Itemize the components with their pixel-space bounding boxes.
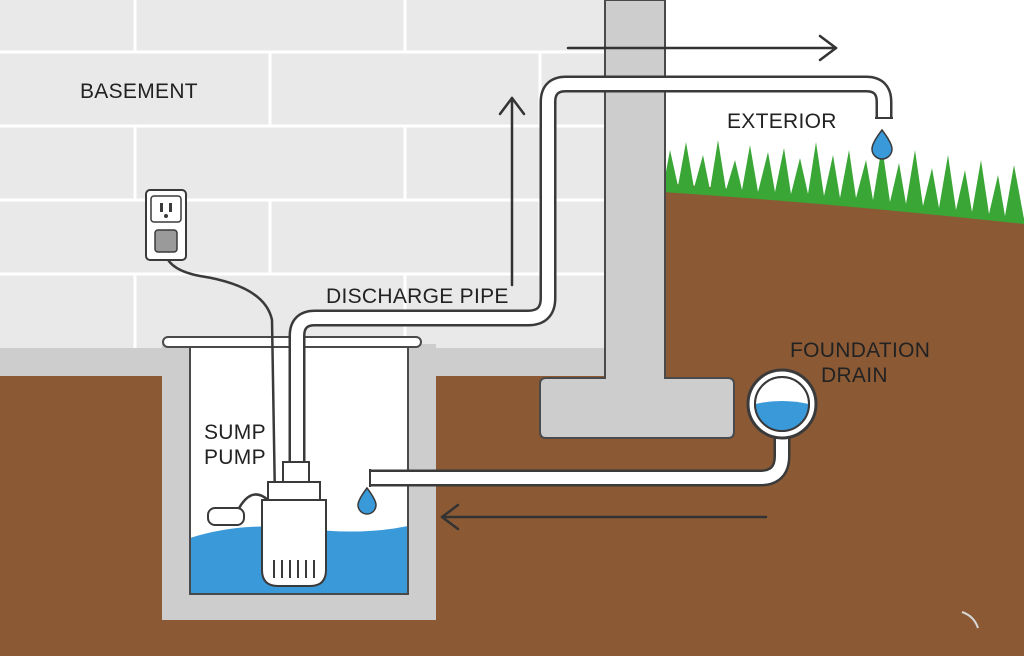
foundation-drain-label-line1: FOUNDATION bbox=[790, 339, 931, 362]
arrow-up-icon bbox=[498, 96, 526, 287]
water-drop-pit bbox=[357, 486, 377, 515]
basement-label: BASEMENT bbox=[80, 80, 198, 103]
foundation-wall bbox=[539, 0, 735, 439]
flow-arrows bbox=[440, 34, 838, 531]
discharge-pipe-label: DISCHARGE PIPE bbox=[326, 285, 509, 308]
plug bbox=[154, 229, 178, 253]
power-cord bbox=[163, 251, 277, 515]
basement-wall bbox=[0, 0, 612, 350]
grass bbox=[663, 140, 1024, 224]
arrow-right-icon bbox=[566, 34, 838, 62]
foundation-drain-cross-section bbox=[746, 368, 818, 440]
foundation-drain-label-line2: DRAIN bbox=[821, 364, 888, 388]
sump-pump-label-line1: SUMP bbox=[204, 421, 266, 444]
sump-pump-label-line2: PUMP bbox=[204, 446, 266, 470]
exterior-label: EXTERIOR bbox=[727, 110, 837, 133]
water-drop-exterior bbox=[871, 128, 893, 160]
foundation-drain-pipe bbox=[369, 424, 791, 487]
float-switch bbox=[207, 507, 245, 526]
sump-pump-body bbox=[261, 461, 327, 587]
arrow-left-icon bbox=[440, 503, 768, 531]
foundation-drain-label: FOUNDATION DRAIN bbox=[790, 338, 930, 388]
sump-pump-label: SUMP PUMP bbox=[204, 420, 266, 470]
electrical-outlet bbox=[145, 189, 187, 261]
exterior-soil bbox=[663, 183, 1024, 656]
discharge-pipe bbox=[288, 75, 893, 468]
corner-mark bbox=[961, 611, 979, 629]
